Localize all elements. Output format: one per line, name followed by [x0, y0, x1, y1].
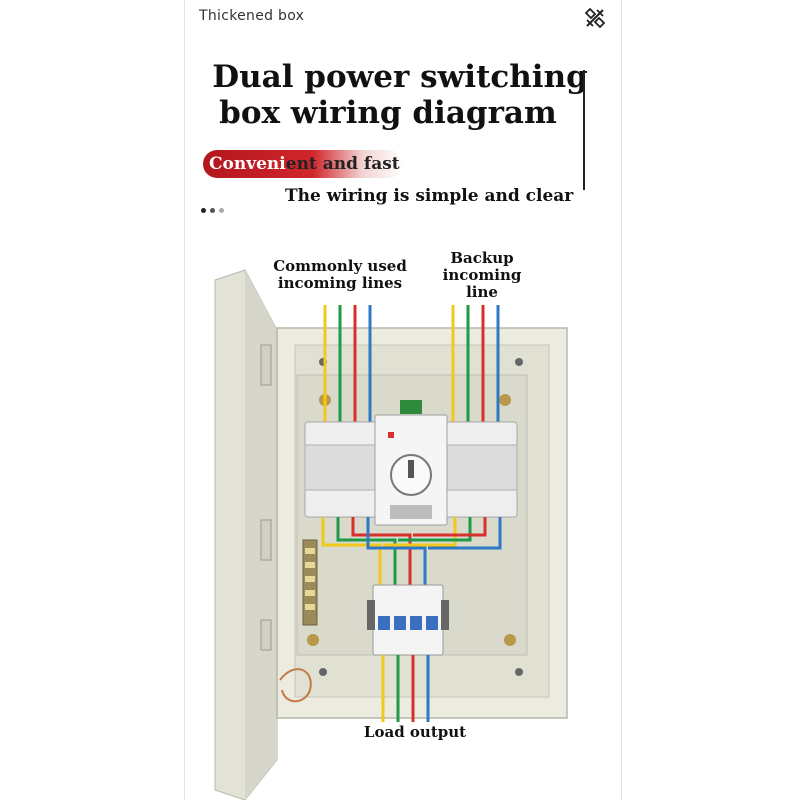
label-backup-incoming: Backup incoming line	[442, 249, 522, 301]
screw	[515, 358, 523, 366]
ats-knob-handle	[408, 460, 414, 478]
din-rail-right	[441, 600, 449, 630]
door-hinge-mid	[260, 519, 272, 561]
mount-bolt	[499, 394, 511, 406]
terminal-block	[302, 539, 318, 626]
screw	[319, 668, 327, 676]
mount-bolt	[504, 634, 516, 646]
din-rail-left	[367, 600, 375, 630]
badge-text: Convenient and fast	[209, 150, 400, 178]
wiring-diagram	[214, 269, 568, 800]
badge-text-light: Conveni	[209, 154, 286, 174]
label-load-output: Load output	[363, 723, 467, 741]
ats-left-module	[304, 444, 376, 491]
dots-decoration	[201, 198, 228, 217]
badge-text-dark: ent and fast	[285, 154, 400, 174]
subtitle: The wiring is simple and clear	[285, 186, 574, 206]
ats-terminal	[400, 400, 422, 414]
door-hinge-low	[260, 619, 272, 651]
title-line-2: box wiring diagram	[219, 95, 557, 131]
mount-bolt	[307, 634, 319, 646]
door-hinge-top	[260, 344, 272, 386]
divider-line	[583, 70, 585, 190]
ats-indicator	[388, 432, 394, 438]
ground-wire	[279, 668, 312, 703]
title-line-1: Dual power switching	[212, 59, 588, 95]
ats-right-module	[446, 444, 518, 491]
badge-background	[203, 150, 403, 178]
screw	[515, 668, 523, 676]
thickened-box-tag: Thickened box	[199, 8, 305, 24]
ats-label-plate	[390, 505, 432, 519]
share-icon[interactable]	[583, 6, 607, 30]
product-card: Thickened box Dual power switching box w…	[184, 0, 622, 800]
label-common-incoming: Commonly used incoming lines	[273, 257, 407, 292]
